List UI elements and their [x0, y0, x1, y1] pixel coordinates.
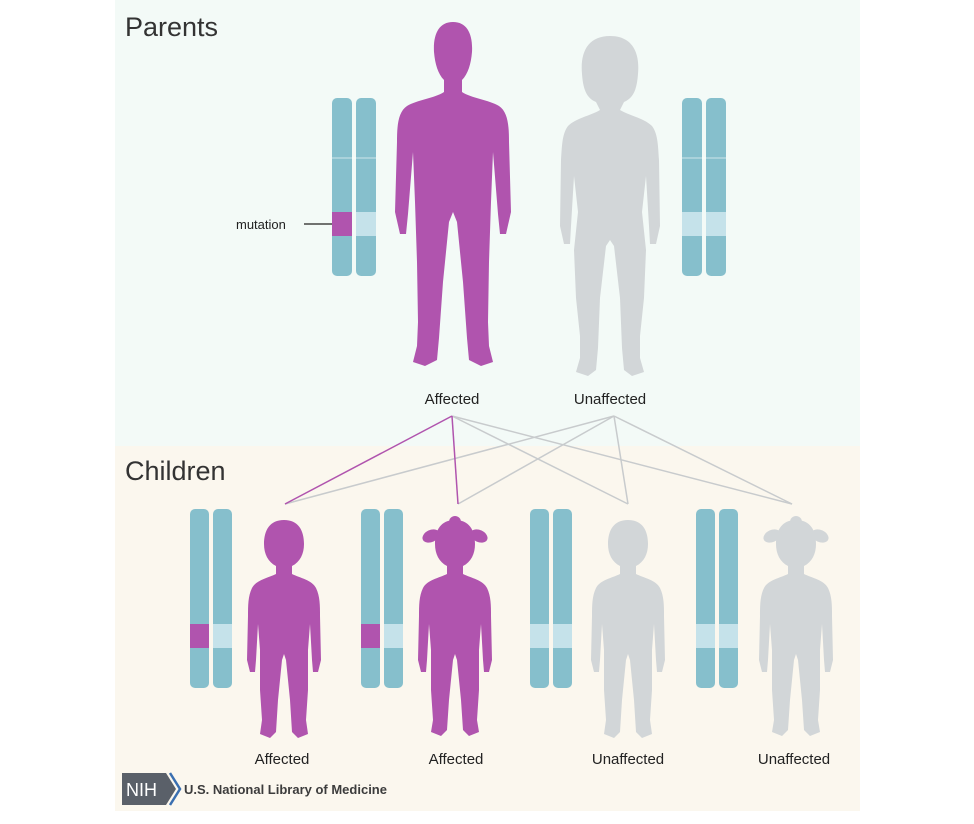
nlm-name: U.S. National Library of Medicine — [184, 782, 387, 797]
mutation-label: mutation — [236, 217, 286, 232]
nih-logo-text: NIH — [126, 780, 157, 800]
children-title: Children — [125, 456, 226, 486]
child-1-label: Affected — [255, 751, 310, 768]
child-3-label: Unaffected — [592, 751, 664, 768]
nih-logo: NIH — [122, 772, 182, 806]
inheritance-lines — [284, 415, 793, 505]
child-1-chromosome-pair — [190, 509, 232, 688]
child-4-chromosome-pair — [696, 509, 738, 688]
child-2-label: Affected — [429, 751, 484, 768]
child-3-chromosome-pair — [530, 509, 572, 688]
mutation-band — [332, 212, 352, 236]
child-2-chromosome-pair — [361, 509, 403, 688]
child-4-label: Unaffected — [758, 751, 830, 768]
mother-chromosome-pair — [682, 98, 726, 276]
mother-label: Unaffected — [574, 391, 646, 408]
father-label: Affected — [425, 391, 480, 408]
parents-title: Parents — [125, 12, 218, 42]
father-chromosome-pair — [332, 98, 376, 276]
